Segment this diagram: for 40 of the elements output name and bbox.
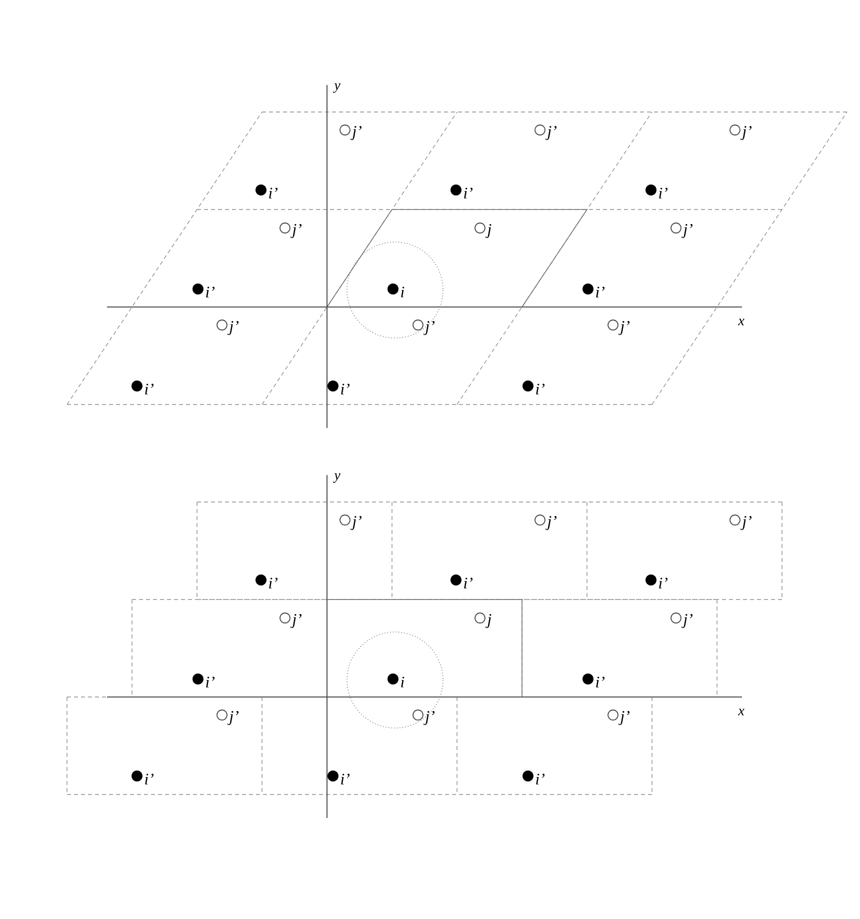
- particle-label: j’: [681, 614, 692, 628]
- particle-label: j’: [350, 126, 362, 140]
- particle-label: i’: [341, 774, 350, 784]
- particle-label: i: [401, 676, 404, 688]
- particle-label: i’: [145, 774, 154, 784]
- particle-label: i’: [596, 676, 604, 688]
- particle-label: j’: [290, 614, 302, 628]
- particle-label: i’: [269, 578, 278, 588]
- particle-label: i’: [659, 188, 668, 198]
- particle-label: j’: [618, 321, 630, 336]
- axis-label: x: [738, 318, 744, 326]
- particle-label: i’: [659, 578, 668, 588]
- particle-label: i’: [596, 286, 604, 298]
- particle-label: i: [401, 286, 404, 298]
- particle-label: i’: [269, 188, 278, 198]
- particle-label: j’: [545, 126, 556, 140]
- particle-label: i’: [536, 774, 544, 784]
- particle-label: j’: [423, 711, 434, 726]
- axis-label: y: [333, 83, 340, 93]
- particle-label: i’: [206, 286, 214, 298]
- particle-label: j’: [228, 321, 238, 336]
- particle-label: i’: [464, 188, 472, 198]
- particle-label: j: [485, 224, 492, 238]
- particle-label: j’: [681, 224, 692, 238]
- particle-label: j’: [740, 516, 752, 530]
- particle-label: i’: [145, 384, 154, 394]
- particle-label: i’: [341, 384, 350, 394]
- particle-label: i’: [536, 384, 544, 394]
- particle-label: j’: [545, 516, 556, 530]
- particle-label: j’: [740, 126, 752, 140]
- particle-label: j’: [423, 321, 434, 336]
- axis-label: y: [333, 473, 340, 483]
- particle-label: j’: [228, 711, 238, 726]
- particle-label: j: [485, 614, 492, 628]
- particle-label: j’: [618, 711, 630, 726]
- particle-label: i’: [464, 578, 472, 588]
- particle-label: i’: [206, 676, 214, 688]
- particle-label: j’: [290, 224, 302, 238]
- particle-label: j’: [350, 516, 362, 530]
- axis-label: x: [738, 708, 744, 716]
